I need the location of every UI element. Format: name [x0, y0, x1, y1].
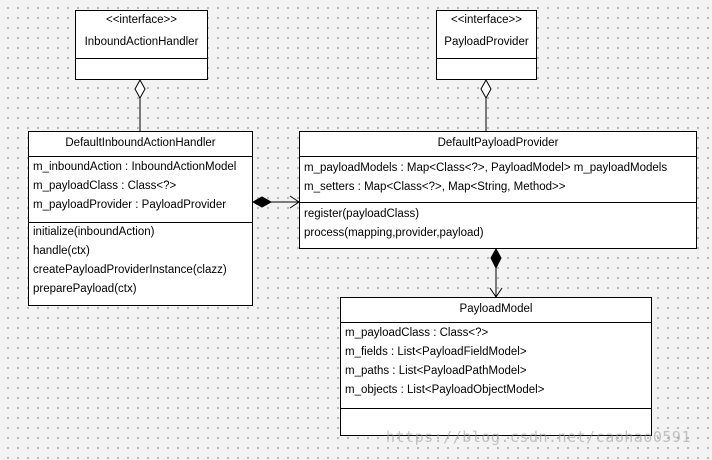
methods-compartment: register(payloadClass) process(mapping,p… — [300, 203, 696, 243]
class-header: DefaultPayloadProvider — [300, 132, 696, 157]
attribute-row: m_payloadClass : Class<?> — [345, 327, 489, 339]
attribute-row: m_fields : List<PayloadFieldModel> — [345, 346, 527, 358]
composition-diamond-provider — [490, 247, 502, 270]
class-payload-provider[interactable]: <<interface>> PayloadProvider — [436, 10, 537, 80]
methods-compartment — [341, 409, 651, 411]
method-row: handle(ctx) — [33, 245, 90, 257]
method-row: preparePayload(ctx) — [33, 283, 137, 295]
aggregation-diamond-payload — [480, 78, 492, 100]
class-header: DefaultInboundActionHandler — [29, 132, 252, 157]
composition-diamond-handler — [251, 196, 273, 208]
attribute-row: m_setters : Map<Class<?>, Map<String, Me… — [304, 181, 566, 193]
attribute-row: m_payloadModels : Map<Class<?>, PayloadM… — [304, 162, 668, 174]
stereotype-label: <<interface>> — [106, 14, 177, 26]
attributes-compartment: m_payloadModels : Map<Class<?>, PayloadM… — [300, 157, 696, 203]
class-inbound-action-handler[interactable]: <<interface>> InboundActionHandler — [75, 10, 208, 80]
class-header: PayloadModel — [341, 298, 651, 323]
attributes-compartment: m_inboundAction : InboundActionModel m_p… — [29, 157, 252, 223]
class-name: DefaultPayloadProvider — [437, 137, 559, 149]
attribute-row: m_payloadProvider : PayloadProvider — [33, 199, 227, 211]
class-default-payload-provider[interactable]: DefaultPayloadProvider m_payloadModels :… — [299, 131, 697, 249]
aggregation-diamond-inbound — [134, 78, 146, 100]
method-row: createPayloadProviderInstance(clazz) — [33, 264, 227, 276]
attribute-row: m_payloadClass : Class<?> — [33, 180, 177, 192]
class-name: DefaultInboundActionHandler — [65, 137, 216, 149]
attributes-compartment: m_payloadClass : Class<?> m_fields : Lis… — [341, 323, 651, 409]
methods-compartment: initialize(inboundAction) handle(ctx) cr… — [29, 223, 252, 299]
class-header: <<interface>> PayloadProvider — [437, 11, 536, 59]
attribute-row: m_objects : List<PayloadObjectModel> — [345, 384, 545, 396]
class-default-inbound-action-handler[interactable]: DefaultInboundActionHandler m_inboundAct… — [28, 131, 253, 306]
class-payload-model[interactable]: PayloadModel m_payloadClass : Class<?> m… — [340, 297, 652, 436]
attribute-row: m_inboundAction : InboundActionModel — [33, 161, 237, 173]
class-name: PayloadModel — [459, 303, 533, 315]
method-row: initialize(inboundAction) — [33, 226, 155, 238]
stereotype-label: <<interface>> — [451, 14, 522, 26]
class-header: <<interface>> InboundActionHandler — [76, 11, 207, 59]
method-row: register(payloadClass) — [304, 208, 420, 220]
method-row: process(mapping,provider,payload) — [304, 227, 484, 239]
class-name: InboundActionHandler — [84, 36, 199, 48]
attribute-row: m_paths : List<PayloadPathModel> — [345, 365, 527, 377]
watermark: https://blog.csdn.net/caohao0591 — [386, 428, 691, 446]
class-name: PayloadProvider — [444, 36, 529, 48]
